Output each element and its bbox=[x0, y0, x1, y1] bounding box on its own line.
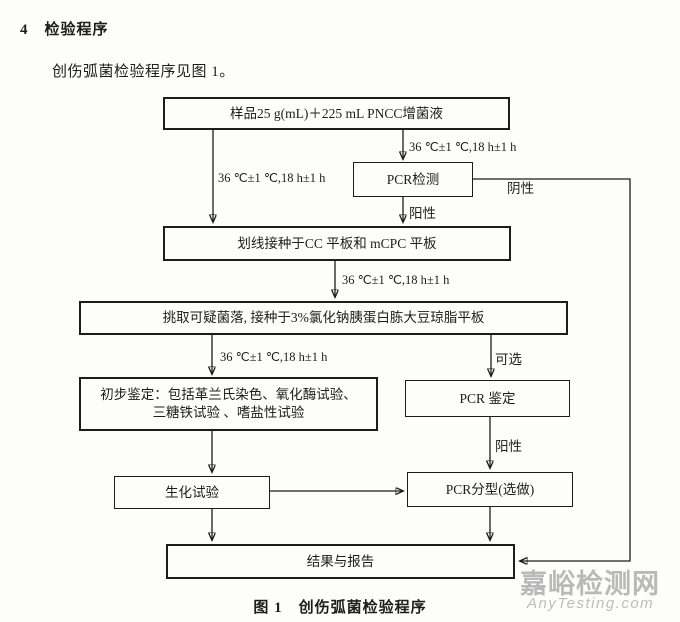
flow-node-prelim-line2: 三糖铁试验 、嗜盐性试验 bbox=[152, 405, 305, 420]
flow-node-pcr-test: PCR检测 bbox=[353, 162, 473, 197]
edge-label-optional: 可选 bbox=[495, 352, 522, 367]
watermark-en: AnyTesting.com bbox=[527, 595, 655, 612]
figure-caption: 图 1 创伤弧菌检验程序 bbox=[253, 600, 427, 616]
flow-node-result-label: 结果与报告 bbox=[306, 553, 375, 569]
flow-node-pcr-type-label: PCR分型(选做) bbox=[445, 481, 535, 497]
section-heading: 4 检验程序 bbox=[20, 22, 109, 38]
watermark-cn: 嘉峪检测网 bbox=[520, 569, 660, 599]
intro-text: 创伤弧菌检验程序见图 1。 bbox=[52, 64, 235, 80]
flow-node-pcr-type: PCR分型(选做) bbox=[407, 472, 573, 507]
flow-node-streak-label: 划线接种于CC 平板和 mCPC 平板 bbox=[237, 235, 437, 251]
flow-node-pcr-id: PCR 鉴定 bbox=[405, 380, 570, 417]
flow-node-sample: 样品25 g(mL)＋225 mL PNCC增菌液 bbox=[163, 97, 510, 130]
edge-label-incubate-3: 36 ℃±1 ℃,18 h±1 h bbox=[342, 273, 450, 287]
flow-node-biochem: 生化试验 bbox=[114, 476, 270, 509]
flow-node-prelim: 初步鉴定：包括革兰氏染色、氧化酶试验、 三糖铁试验 、嗜盐性试验 bbox=[79, 377, 378, 431]
edge-label-negative: 阴性 bbox=[507, 181, 534, 196]
flow-node-pick: 挑取可疑菌落, 接种于3%氯化钠胰蛋白胨大豆琼脂平板 bbox=[79, 301, 568, 335]
flow-node-prelim-line1: 初步鉴定：包括革兰氏染色、氧化酶试验、 bbox=[100, 387, 357, 402]
arrow-negative-to-result bbox=[473, 178, 631, 561]
flow-node-pick-label: 挑取可疑菌落, 接种于3%氯化钠胰蛋白胨大豆琼脂平板 bbox=[162, 310, 485, 325]
flow-node-result: 结果与报告 bbox=[166, 544, 515, 579]
edge-label-incubate-1: 36 ℃±1 ℃,18 h±1 h bbox=[409, 140, 517, 154]
flow-node-pcr-test-label: PCR检测 bbox=[386, 171, 440, 187]
flow-node-biochem-label: 生化试验 bbox=[165, 484, 219, 500]
flow-node-streak: 划线接种于CC 平板和 mCPC 平板 bbox=[163, 226, 511, 261]
flow-node-pcr-id-label: PCR 鉴定 bbox=[459, 390, 516, 406]
edge-label-incubate-2: 36 ℃±1 ℃,18 h±1 h bbox=[218, 171, 326, 185]
edge-label-positive-1: 阳性 bbox=[409, 206, 436, 221]
edge-label-incubate-4: 36 ℃±1 ℃,18 h±1 h bbox=[220, 350, 328, 364]
flow-node-sample-label: 样品25 g(mL)＋225 mL PNCC增菌液 bbox=[230, 105, 443, 121]
edge-label-positive-2: 阳性 bbox=[495, 439, 522, 454]
